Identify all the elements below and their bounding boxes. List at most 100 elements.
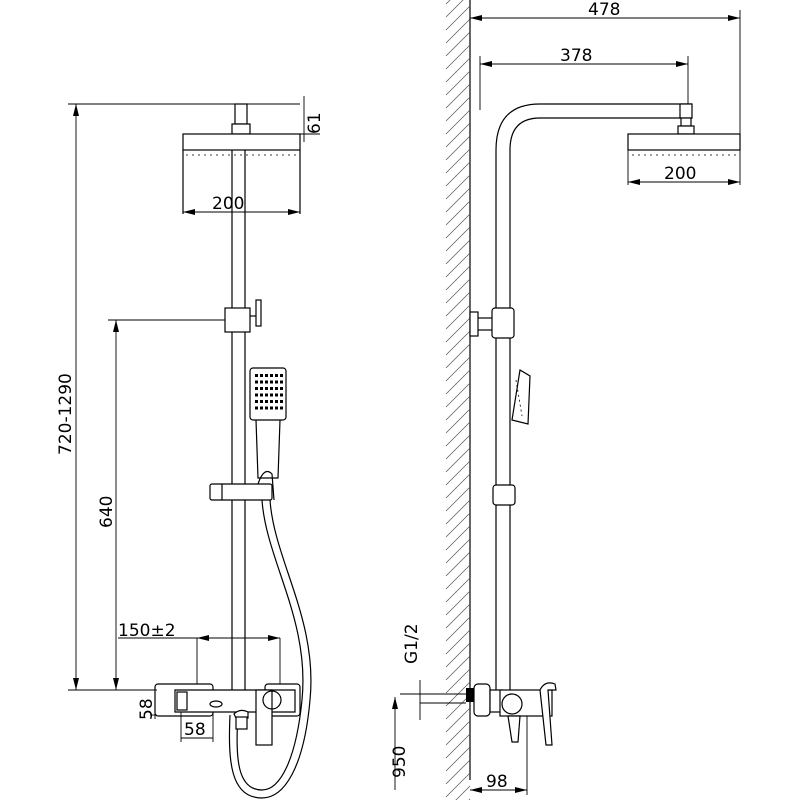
wall-bracket-side [469,307,515,339]
nozzle [255,406,258,410]
dim-head-width-side: 200 [628,164,740,185]
hatch-line [445,733,471,759]
nozzle [255,387,258,390]
hatch-line [445,720,471,746]
side-view: 478 378 200 [390,0,741,800]
hatch-line [445,57,471,83]
hatch-line [445,109,471,135]
hatch-line [445,382,471,408]
hatch-line [445,343,471,369]
nozzle [270,406,273,410]
nozzle [275,387,278,390]
hatch-line [445,746,471,772]
hatch-line [445,460,471,486]
hatch-line [445,96,471,122]
hatch-line [445,499,471,525]
nozzle [275,393,278,397]
dim-thread: G1/2 [400,623,466,720]
slide-holder [209,471,275,501]
nozzle [270,374,273,377]
hatch-line [445,356,471,382]
hatch-line [445,603,471,629]
nozzle [255,400,258,403]
nozzle [265,400,268,403]
nozzle [255,380,258,384]
nozzle [275,400,278,403]
hatch-line [445,577,471,603]
hatch-line [445,265,471,291]
dim-arm-length: 378 [479,46,689,110]
front-view: 720-1290 61 200 [56,96,325,799]
hatch-line [445,512,471,538]
hand-shower-side [511,369,531,425]
dim-body-depth: 98 [470,716,528,795]
hatch-line [445,18,471,44]
hatch-line [445,486,471,512]
nozzle [280,393,283,397]
nozzle [275,380,278,384]
hatch-line [445,408,471,434]
hose [228,499,312,799]
hatch-line [445,135,471,161]
nozzle [280,380,283,384]
nozzle [265,387,268,390]
nozzle [270,393,273,397]
hatch-line [445,668,471,694]
dim-head-width-side-label: 200 [664,164,696,184]
wall-bracket [224,299,262,333]
hatch-line [445,369,471,395]
hatch-line [445,31,471,57]
mixer-body [154,683,301,746]
dim-inlet-spacing: 150±2 [118,621,281,690]
nozzle [270,380,273,384]
rain-shower-head-side [627,133,741,185]
nozzle [280,387,283,390]
dim-body-height-label: 58 [137,698,157,720]
hatch-line [445,0,451,5]
dim-inlet-height-label: 950 [390,746,410,778]
nozzle [275,374,278,377]
wall-hatching [445,0,471,800]
dim-overall-projection-label: 478 [588,0,620,20]
hatch-line [445,707,471,733]
hatch-line [445,83,471,109]
hatch-line [445,291,471,317]
mixer-side [466,682,557,746]
nozzle [275,406,278,410]
hatch-line [445,421,471,447]
nozzle [265,406,268,410]
hatch-line [445,148,471,174]
hatch-line [445,239,471,265]
hatch-line [445,473,471,499]
hatch-line [455,785,471,800]
nozzle [255,393,258,397]
dim-body-height: 58 [137,686,157,720]
hatch-line [445,200,471,226]
nozzle [270,400,273,403]
hatch-line [445,161,471,187]
hatch-line [445,564,471,590]
hatch-line [445,616,471,642]
riser-pipe [231,150,246,690]
nozzle [260,400,263,403]
dim-bracket-height-label: 640 [97,496,117,528]
dim-arm-length-label: 378 [560,46,592,66]
hatch-line [445,122,471,148]
nozzle [260,374,263,377]
nozzle [260,393,263,397]
hatch-line [445,759,471,785]
dim-body-width-label: 58 [184,720,206,740]
dim-body-depth-label: 98 [486,772,508,792]
dim-head-width-front: 200 [183,194,300,215]
dim-bracket-height: 640 [97,319,225,690]
hatch-line [445,655,471,681]
nozzle [280,374,283,377]
hatch-line [445,772,471,798]
dim-body-width: 58 [180,712,214,742]
hatch-line [445,174,471,200]
hatch-line [445,44,471,70]
nozzle [265,393,268,397]
hatch-line [445,395,471,421]
nozzle [260,406,263,410]
